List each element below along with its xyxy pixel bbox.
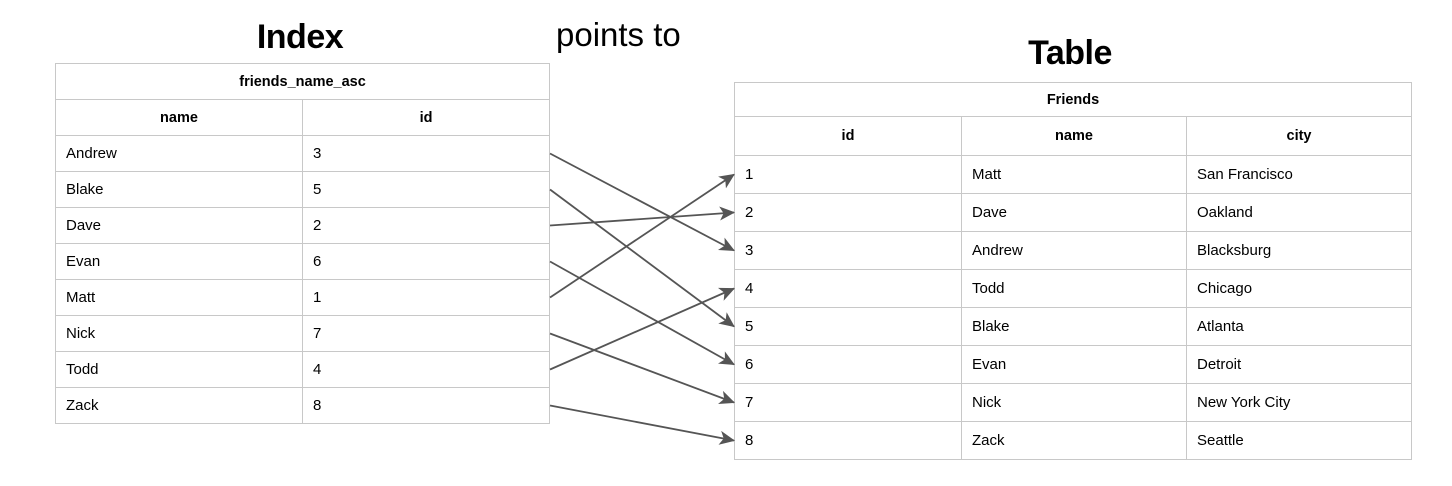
- friends-cell-city: Atlanta: [1185, 307, 1413, 346]
- index-cell-id: 2: [301, 207, 551, 244]
- friends-cell-id: 1: [734, 155, 962, 194]
- index-cell-id: 8: [301, 387, 551, 424]
- index-cell-name: Blake: [55, 171, 303, 208]
- index-cell-name: Todd: [55, 351, 303, 388]
- friends-cell-name: Blake: [961, 307, 1187, 346]
- friends-column-header-id: id: [734, 116, 962, 156]
- index-table-header-row: name id: [55, 99, 551, 136]
- friends-cell-name: Nick: [961, 383, 1187, 422]
- index-cell-name: Evan: [55, 243, 303, 280]
- pointer-arrow: [549, 404, 736, 445]
- friends-cell-name: Matt: [961, 155, 1187, 194]
- index-table-name-row: friends_name_asc: [54, 63, 551, 100]
- friends-cell-city: Detroit: [1185, 345, 1413, 384]
- friends-cell-city: Blacksburg: [1185, 231, 1413, 270]
- friends-cell-name: Evan: [961, 345, 1187, 384]
- friends-table-name: Friends: [733, 82, 1413, 117]
- pointer-arrow: [549, 260, 735, 366]
- index-cell-name: Dave: [55, 207, 303, 244]
- friends-cell-name: Andrew: [961, 231, 1187, 270]
- table-title: Table: [1028, 34, 1112, 72]
- friends-cell-id: 8: [734, 421, 962, 460]
- index-cell-name: Zack: [55, 387, 303, 424]
- friends-cell-id: 4: [734, 269, 962, 308]
- friends-cell-id: 3: [734, 231, 962, 270]
- pointer-arrow: [549, 188, 735, 328]
- arrow-group: [549, 152, 736, 445]
- pointer-arrow: [549, 206, 736, 227]
- pointer-arrow: [549, 332, 736, 405]
- index-cell-id: 5: [301, 171, 551, 208]
- index-column-header-id: id: [301, 99, 551, 136]
- friends-cell-name: Todd: [961, 269, 1187, 308]
- friends-cell-name: Dave: [961, 193, 1187, 232]
- index-cell-id: 1: [301, 279, 551, 316]
- friends-table-header-row: id name city: [734, 116, 1413, 156]
- index-cell-name: Andrew: [55, 135, 303, 172]
- index-title: Index: [256, 18, 344, 56]
- index-cell-id: 4: [301, 351, 551, 388]
- points-to-label: points to: [556, 16, 681, 53]
- friends-cell-id: 6: [734, 345, 962, 384]
- pointer-arrow: [549, 152, 735, 252]
- friends-cell-city: Oakland: [1185, 193, 1413, 232]
- friends-cell-city: San Francisco: [1185, 155, 1413, 194]
- friends-cell-city: Seattle: [1185, 421, 1413, 460]
- pointer-arrow: [549, 287, 735, 371]
- pointer-arrow: [549, 173, 735, 299]
- index-column-header-name: name: [55, 99, 303, 136]
- index-cell-id: 7: [301, 315, 551, 352]
- friends-column-header-name: name: [961, 116, 1187, 156]
- friends-column-header-city: city: [1185, 116, 1413, 156]
- friends-cell-id: 2: [734, 193, 962, 232]
- friends-cell-id: 5: [734, 307, 962, 346]
- friends-cell-name: Zack: [961, 421, 1187, 460]
- index-cell-name: Matt: [55, 279, 303, 316]
- index-cell-id: 6: [301, 243, 551, 280]
- index-cell-name: Nick: [55, 315, 303, 352]
- friends-cell-city: New York City: [1185, 383, 1413, 422]
- friends-cell-id: 7: [734, 383, 962, 422]
- index-cell-id: 3: [301, 135, 551, 172]
- friends-cell-city: Chicago: [1185, 269, 1413, 308]
- friends-table-name-row: Friends: [733, 82, 1413, 117]
- index-table-name: friends_name_asc: [54, 63, 551, 100]
